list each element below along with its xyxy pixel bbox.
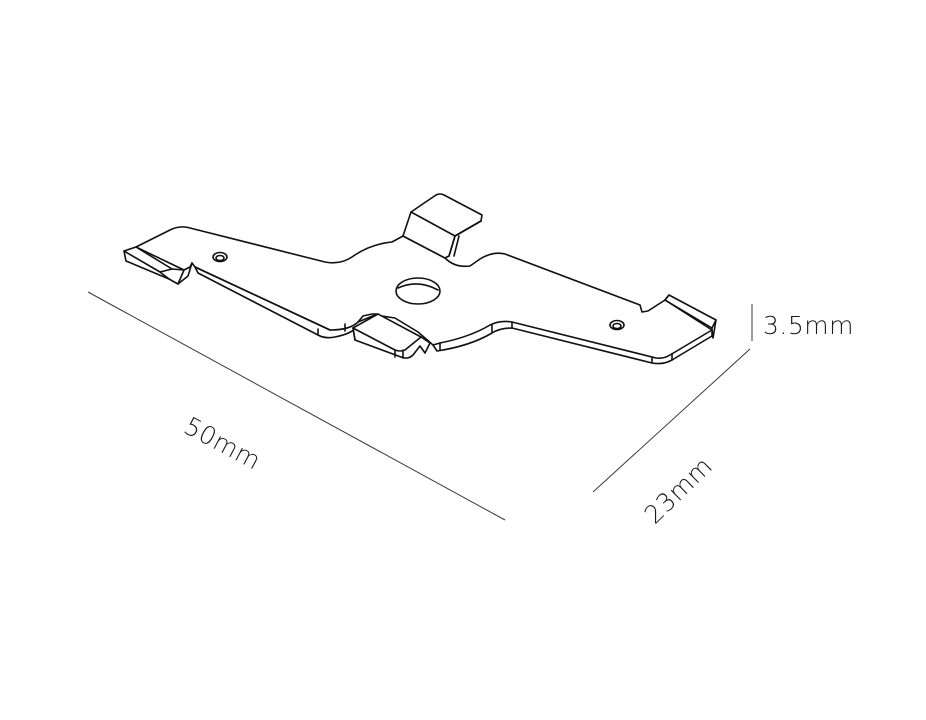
left-small-hole-inner [215, 254, 225, 262]
width-dimension-line [592, 348, 751, 493]
plate-front-edge-inner [194, 266, 331, 331]
bottom-tab-notch [357, 313, 379, 323]
top-tab-face [410, 211, 482, 257]
bracket-part [123, 193, 717, 365]
left-end-tab [123, 246, 185, 285]
plate-top-face [135, 226, 714, 359]
center-hole-inner [397, 283, 439, 291]
right-end-tab-edge [664, 294, 717, 337]
plate-front-edge [194, 266, 357, 339]
right-small-hole [609, 319, 625, 331]
plate-front-edge-right [432, 327, 713, 365]
center-hole [395, 277, 441, 305]
length-dimension-line [87, 291, 506, 521]
bottom-tab [352, 313, 431, 359]
right-small-hole-inner [612, 322, 622, 330]
left-small-hole [212, 251, 228, 263]
bottom-tab-face [352, 327, 422, 359]
height-dimension-label: 3.5mm [763, 311, 854, 340]
left-end-tab-edge [123, 250, 173, 280]
left-notch [177, 262, 193, 285]
